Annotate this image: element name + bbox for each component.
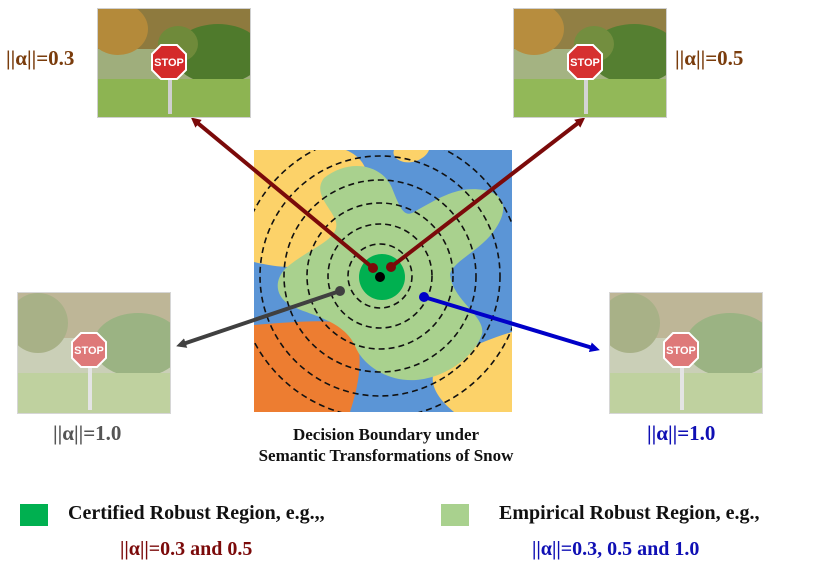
certified-legend-label: Certified Robust Region, e.g.,, xyxy=(68,502,325,524)
caption-line-2: Semantic Transformations of Snow xyxy=(258,446,514,465)
stop-sign-photo-bottom-left: STOP xyxy=(17,292,171,414)
alpha-label-top-left: ||α||=0.3 xyxy=(6,46,75,70)
stop-sign-image: STOP xyxy=(610,293,762,413)
radius-ring-4 xyxy=(283,179,477,373)
caption-line-1: Decision Boundary under xyxy=(292,425,480,444)
yellow-region-bottom-right xyxy=(432,332,512,412)
empirical-legend-example: ||α||=0.3, 0.5 and 1.0 xyxy=(532,538,700,560)
svg-text:STOP: STOP xyxy=(74,345,104,357)
certified-legend-swatch xyxy=(20,504,48,526)
svg-text:STOP: STOP xyxy=(666,345,696,357)
arrow-to-top-right xyxy=(389,117,586,269)
stop-sign-photo-top-right: STOP xyxy=(513,8,667,118)
radius-ring-2 xyxy=(327,223,433,329)
decision-boundary-diagram xyxy=(254,150,512,412)
anchor-dot-blue xyxy=(419,292,429,302)
anchor-dot-red-right xyxy=(386,262,396,272)
stop-sign-photo-top-left: STOP xyxy=(97,8,251,118)
stop-sign-image: STOP xyxy=(18,293,170,413)
arrow-to-bottom-left xyxy=(176,289,341,348)
alpha-label-bottom-right: ||α||=1.0 xyxy=(647,421,716,445)
empirical-legend-swatch xyxy=(441,504,469,526)
arrow-to-top-left xyxy=(190,117,375,270)
stop-sign-image: STOP xyxy=(514,9,666,117)
certified-legend-example: ||α||=0.3 and 0.5 xyxy=(120,538,253,560)
svg-text:STOP: STOP xyxy=(570,57,600,69)
stop-sign-photo-bottom-right: STOP xyxy=(609,292,763,414)
yellow-region-top xyxy=(393,150,429,163)
diagram-caption: Decision Boundary under Semantic Transfo… xyxy=(236,424,536,466)
center-point xyxy=(375,272,385,282)
alpha-label-bottom-left: ||α||=1.0 xyxy=(53,421,122,445)
empirical-legend-label: Empirical Robust Region, e.g., xyxy=(499,502,760,524)
svg-text:STOP: STOP xyxy=(154,57,184,69)
anchor-dot-gray xyxy=(335,286,345,296)
arrow-to-bottom-right xyxy=(423,295,600,353)
alpha-label-top-right: ||α||=0.5 xyxy=(675,46,744,70)
radius-ring-3 xyxy=(306,202,454,350)
radius-ring-5 xyxy=(259,155,501,397)
anchor-dot-red-left xyxy=(368,263,378,273)
stop-sign-image: STOP xyxy=(98,9,250,117)
radius-ring-1 xyxy=(347,243,413,309)
